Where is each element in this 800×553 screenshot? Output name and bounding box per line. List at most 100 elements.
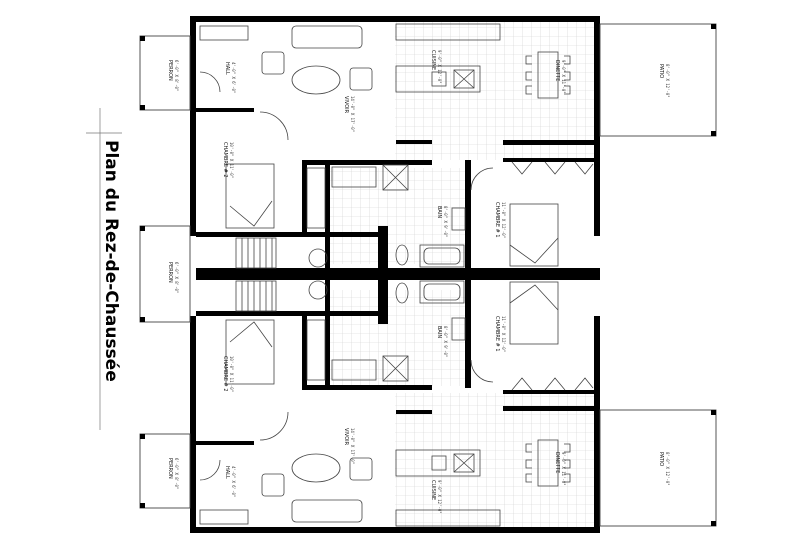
shower-top-x [382,164,409,191]
coffee-table-top [291,65,341,95]
sink-top [431,71,447,87]
wall-pantry-top [396,140,432,144]
label-chambre1-bottom: CHAMBRE # 1 [494,316,500,352]
patio-top [599,23,717,137]
wall-left-upper [190,16,196,236]
dim-cuisine-top: 9'-0" X 12'-0" [437,50,442,84]
label-vivoir-top: VIVOIR [343,96,349,114]
stair-wall-bottom [196,311,386,316]
label-cuisine-bottom: CUISINE [430,480,436,500]
post [711,521,716,526]
perron-bottom [139,433,191,509]
dim-vivoir-bottom: 14'-0" X 17'-0" [350,428,355,464]
label-perron-bottom: PERRON [167,458,173,479]
wall-chambre2-top-right [302,160,307,236]
closet-chambre2-bot [306,319,326,381]
post [140,434,145,439]
dining-chairs-top [525,55,571,95]
post [711,24,716,29]
perron-middle [139,225,191,323]
chambre2-door-bot [259,411,289,441]
post [140,503,145,508]
stair-treads [241,238,273,311]
bed-sheet-bot [509,284,559,311]
stove-bot-x [453,453,475,473]
label-perron-middle: PERRON [167,262,173,283]
coffee-table-bottom [291,453,341,483]
closet-folding-top [511,161,594,175]
exterior [139,23,717,527]
label-bain-bottom: BAIN [436,326,442,338]
bathtub-bottom-inner [423,283,461,301]
plan-title: Plan du Rez-de-Chaussée [101,140,121,382]
shower-top [382,164,409,191]
wall-bedroom1-top-left [465,160,471,268]
bathtub-bottom [419,280,465,304]
vanity-bottom [451,317,466,341]
wall-core-bottom [302,385,432,390]
washer-dryer-top [331,166,377,188]
chambre1-door-top [470,167,494,191]
kitchen-island-top [395,65,481,93]
label-dinette-top: DINETTE [554,60,560,81]
post [140,105,145,110]
label-perron-top: PERRON [167,60,173,81]
chambre1-door-bot [470,359,494,383]
stairs-bottom [235,280,277,312]
dining-table-bot [537,439,559,487]
toilet-top [395,244,409,266]
dim-hall-top: 4'-0" X 6'-0" [231,62,236,93]
wall-bath-bot-left [325,280,330,390]
wall-chambre2-bot-right [302,314,307,390]
dim-perron-top: 6'-0" X 8'-0" [174,60,179,91]
armchair-bot-a [261,473,285,497]
shower-bottom [382,355,409,382]
dim-dinette-bottom: 9'-0" X 11'-0" [561,452,566,486]
stove-bot [453,453,475,473]
label-bain-top: BAIN [436,206,442,218]
post [711,131,716,136]
closet-hall-top [199,25,249,41]
toilet-bottom [395,282,409,304]
label-chambre2-bottom: CHAMBRE # 2 [222,356,228,392]
dim-chambre1-top: 11'-0" X 12'-0" [501,202,506,238]
perron-top [139,35,191,111]
washer-dryer-bottom [331,359,377,381]
wall-right-lower [594,316,600,533]
posts [140,24,716,526]
kitchen-counter-top [395,23,501,41]
closet-folding-bot [511,377,594,391]
label-vivoir-bottom: VIVOIR [343,428,349,446]
dim-cuisine-bottom: 9'-0" X 12'-0" [437,480,442,514]
dim-hall-bottom: 4'-0" X 6'-0" [231,466,236,497]
wall-bottom [190,527,600,533]
dim-chambre2-top: 10'-0" X 11'-0" [229,142,234,178]
wall-bedroom1-bot-left [465,280,471,388]
dim-bain-bottom: 8'-0" X 9'-0" [443,326,448,357]
hall-door-swing-bot [199,459,221,481]
bed-chambre1-bot [509,281,559,345]
wall-closet-bot-b [503,406,600,411]
patio-bottom [599,409,717,527]
stairs-top [235,237,277,269]
hall-door-swing-top [199,71,221,93]
armchair-top-a [261,51,285,75]
dim-vivoir-top: 14'-0" X 17'-0" [350,96,355,132]
dim-dinette-top: 9'-0" X 11'-0" [561,60,566,94]
wall-right-upper [594,16,600,236]
sofa-top [291,25,363,49]
shower-bottom-x [382,355,409,382]
label-patio-bottom: PATIO [658,452,664,466]
interior-lines [199,23,594,527]
bathtub-top [419,244,465,268]
armchair-bot-b [349,457,373,481]
bed-chambre2-bot [225,319,275,385]
vanity-top [451,207,466,231]
water-heater-bottom [308,280,328,300]
dim-perron-bottom: 6'-0" X 8'-0" [174,458,179,489]
label-chambre2-top: CHAMBRE # 2 [222,142,228,178]
wall-closet-top-b [503,158,600,162]
dining-chairs-bot [525,443,571,483]
bed2-sheet-bot [229,321,273,348]
